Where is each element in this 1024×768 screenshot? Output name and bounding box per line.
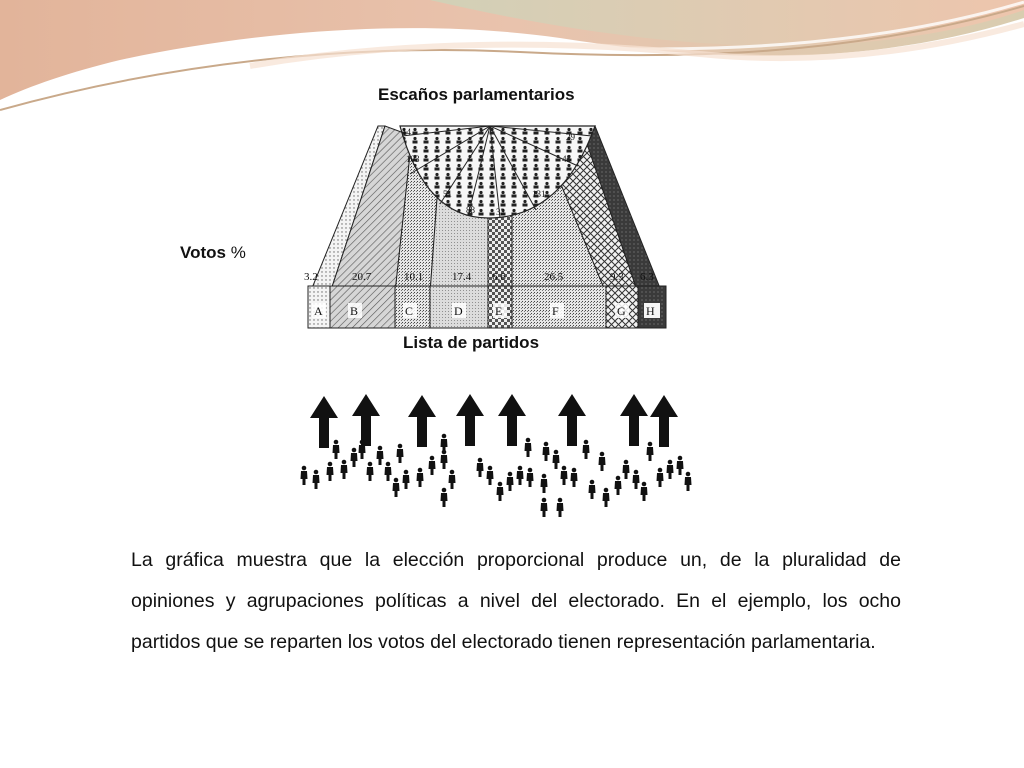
seat-count-c: 51 [443,189,452,199]
party-letter-d: D [454,304,463,318]
vote-pct-g: 9.3 [610,271,624,283]
up-arrow-icon [498,394,526,446]
parties-label: Lista de partidos [403,333,540,352]
up-arrow-icon [620,394,648,446]
up-arrow-icon [558,394,586,446]
up-arrow-icon [352,394,380,446]
arrow-icons [310,394,678,448]
seat-count-h: 29 [566,132,576,142]
seat-count-a: 14 [402,127,412,137]
electorate-crowd-illustration [300,394,692,517]
party-letter-f: F [552,304,559,318]
seat-count-e: 32 [496,207,505,217]
parliament-diagram: 14 103 51 88 32 131 45 29 3.2 20.7 10.1 … [304,125,667,329]
explanation-paragraph: La gráfica muestra que la elección propo… [131,549,901,653]
party-letter-g: G [617,304,626,318]
votes-label-unit: % [230,243,246,262]
seat-count-g: 45 [562,154,572,164]
vote-pct-f: 26.5 [544,271,564,283]
person-icons [300,433,692,517]
up-arrow-icon [456,394,484,446]
up-arrow-icon [650,395,678,447]
vote-pct-d: 17.4 [452,271,472,283]
seat-count-f: 131 [532,189,546,199]
seat-count-b: 103 [406,154,420,164]
vote-pct-h: 6.3 [640,271,654,283]
party-letter-b: B [350,304,358,318]
party-letter-h: H [646,304,655,318]
party-letter-a: A [314,304,323,318]
party-letter-e: E [495,304,502,318]
vote-pct-a: 3.2 [304,271,318,283]
up-arrow-icon [310,396,338,448]
vote-pct-e: 6.6 [492,271,506,283]
vote-pct-c: 10.1 [404,271,423,283]
seat-dividers [401,125,593,219]
votes-label: Votos % [180,243,246,263]
up-arrow-icon [408,395,436,447]
votes-label-text: Votos [180,243,226,262]
vote-pct-b: 20.7 [352,271,372,283]
header-swoosh [0,0,1024,111]
party-letter-c: C [405,304,413,318]
seat-count-d: 88 [466,205,476,215]
seats-title: Escaños parlamentarios [378,85,575,104]
